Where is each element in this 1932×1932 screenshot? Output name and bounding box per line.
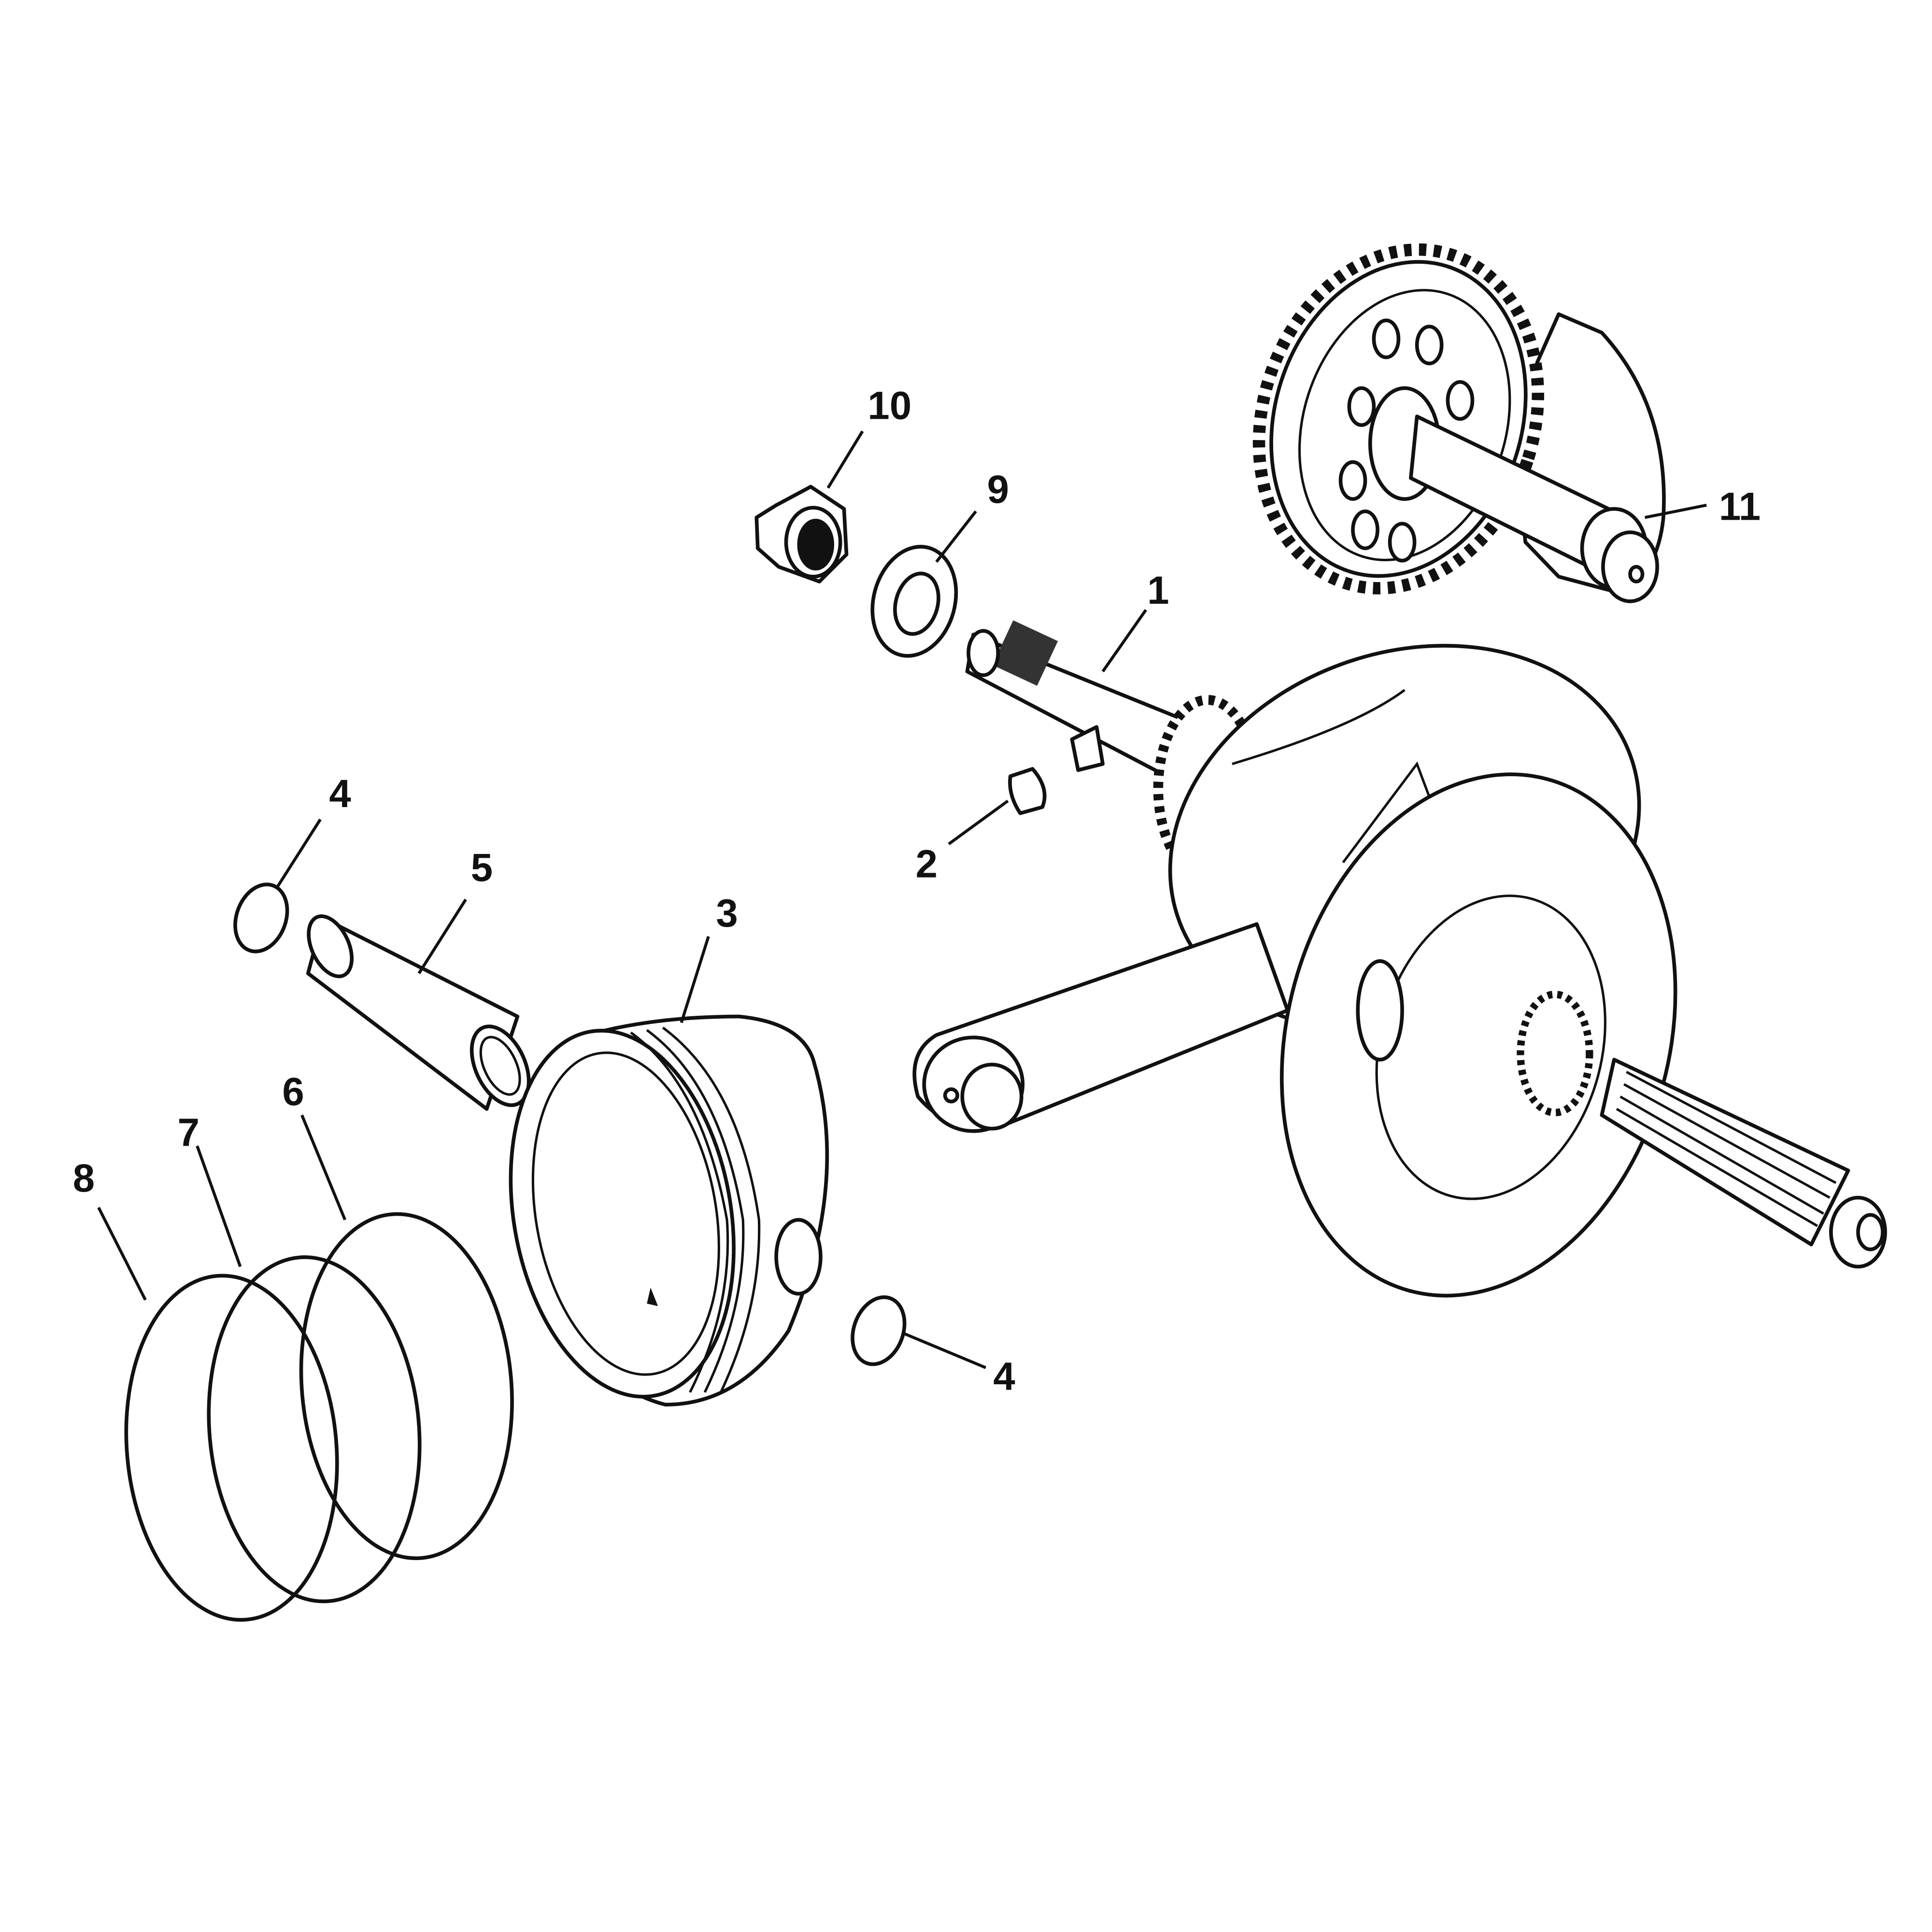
nut-part <box>754 484 849 583</box>
clip-right-part <box>851 1295 907 1366</box>
callout-6: 6 <box>282 1070 304 1114</box>
washer-part <box>870 545 958 658</box>
callout-7: 7 <box>178 1110 199 1154</box>
oil-ring-part <box>124 1274 339 1622</box>
callout-9: 9 <box>987 468 1009 511</box>
callout-1: 1 <box>1147 568 1169 612</box>
callout-2: 2 <box>916 842 938 886</box>
callout-8: 8 <box>73 1156 95 1200</box>
crankshaft-part <box>912 620 1887 1298</box>
ring-top-part <box>299 1212 514 1561</box>
clip-left-part <box>233 882 289 953</box>
callout-10: 10 <box>867 384 911 427</box>
key-part <box>1008 767 1047 815</box>
piston-part <box>509 1014 829 1406</box>
piston-pin-part <box>306 914 531 1111</box>
balancer-gear-part <box>1252 243 1666 603</box>
callout-4-right: 4 <box>993 1355 1015 1399</box>
ring-second-part <box>207 1255 422 1604</box>
callout-4-left: 4 <box>329 772 351 816</box>
callout-11: 11 <box>1719 485 1761 529</box>
callout-3: 3 <box>716 891 738 935</box>
leader-lines <box>97 430 1707 1369</box>
callout-labels: 1 2 3 4 4 5 6 7 8 9 10 11 <box>73 384 1761 1398</box>
callout-5: 5 <box>471 846 493 890</box>
